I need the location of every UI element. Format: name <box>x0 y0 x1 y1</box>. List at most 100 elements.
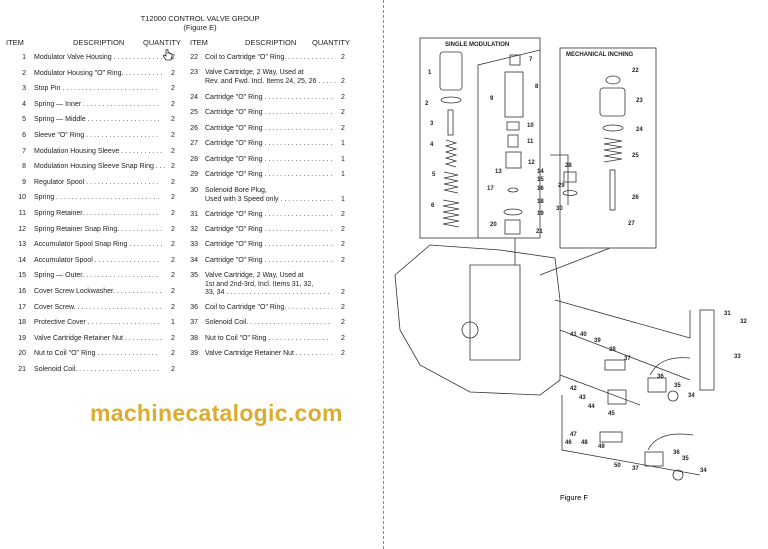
item-description: Modulator Housing "O" Ring. . . . . . . … <box>34 69 163 77</box>
item-description: Sleeve "O" Ring . . . . . . . . . . . . … <box>34 132 159 139</box>
part <box>563 171 577 183</box>
item-number: 25 <box>190 109 198 116</box>
item-number: 35 <box>190 272 198 279</box>
callout-label: 28 <box>565 163 572 169</box>
item-description: Cartridge "O" Ring . . . . . . . . . . .… <box>205 257 333 264</box>
item-description: Accumulator Spool Snap Ring . . . . . . … <box>34 241 163 249</box>
item-description: Coil to Cartridge "O" Ring. . . . . . . … <box>205 54 333 61</box>
item-quantity: 2 <box>171 147 175 155</box>
callout-label: 8 <box>535 84 539 90</box>
item-quantity: 2 <box>341 77 345 85</box>
item-description: Cartridge "O" Ring . . . . . . . . . . .… <box>205 94 333 101</box>
callout-label: 4 <box>430 142 434 148</box>
item-quantity: 2 <box>171 100 175 108</box>
item-description: Accumulator Spool . . . . . . . . . . . … <box>34 256 159 264</box>
callout-label: 22 <box>632 68 639 74</box>
callout-label: 11 <box>527 139 534 145</box>
callout-label: 16 <box>537 186 544 192</box>
item-quantity: 2 <box>341 350 345 357</box>
item-quantity: 2 <box>341 211 345 218</box>
item-quantity: 2 <box>341 289 345 296</box>
item-description: Modulation Housing Sleeve . . . . . . . … <box>34 147 163 155</box>
item-number: 20 <box>18 350 26 358</box>
callout-label: 23 <box>636 98 643 104</box>
callout-label: 32 <box>740 319 747 325</box>
item-description: Cartridge "O" Ring . . . . . . . . . . .… <box>205 171 333 178</box>
item-description: Solenoid Coil. . . . . . . . . . . . . .… <box>205 319 330 326</box>
item-number: 29 <box>190 171 198 178</box>
header-item: ITEM <box>6 38 24 47</box>
item-number: 15 <box>18 272 26 280</box>
item-number: 30 <box>190 187 198 194</box>
callout-label: 34 <box>688 393 695 399</box>
item-number: 36 <box>190 304 198 311</box>
item-number: 8 <box>22 163 26 171</box>
item-quantity: 1 <box>341 156 345 163</box>
item-description: Stop Pin . . . . . . . . . . . . . . . .… <box>34 85 158 93</box>
item-description: Spring — Outer. . . . . . . . . . . . . … <box>34 272 159 280</box>
axis-line <box>559 374 641 406</box>
part <box>509 54 521 66</box>
cartridge-part <box>599 431 623 443</box>
part <box>506 121 520 131</box>
item-number: 33 <box>190 241 198 248</box>
callout-label: 41 <box>570 332 577 338</box>
item-quantity: 2 <box>171 272 175 280</box>
figure-label: Figure F <box>560 493 588 502</box>
callout-label: 25 <box>632 153 639 159</box>
item-quantity: 2 <box>171 366 175 373</box>
item-description: Coil to Cartridge "O" Ring. . . . . . . … <box>205 304 333 311</box>
item-number: 34 <box>190 257 198 264</box>
spring-part <box>443 171 459 194</box>
callout-label: 47 <box>570 432 577 438</box>
item-description: Valve Cartridge Retainer Nut . . . . . .… <box>205 350 333 357</box>
callout-label: 39 <box>594 338 601 344</box>
item-description: Spring Retainer. . . . . . . . . . . . .… <box>34 210 159 217</box>
item-description: Valve Cartridge, 2 Way, Used at 1st and … <box>205 272 330 296</box>
item-description: Nut to Coil "O" Ring . . . . . . . . . .… <box>34 350 158 358</box>
header-description: DESCRIPTION <box>73 38 125 47</box>
callout-label: 29 <box>558 183 565 189</box>
callout-label: 49 <box>598 444 605 450</box>
item-quantity: 2 <box>171 116 175 124</box>
item-number: 3 <box>22 85 26 93</box>
item-quantity: 2 <box>171 334 175 342</box>
part <box>505 151 522 169</box>
item-number: 16 <box>18 288 26 295</box>
item-quantity: 2 <box>341 125 345 132</box>
o-ring-part <box>602 124 624 132</box>
title-line-2: (Figure E) <box>183 23 217 32</box>
item-quantity: 2 <box>171 225 175 233</box>
callout-label: 14 <box>537 169 544 175</box>
item-number: 12 <box>18 225 26 233</box>
item-description: Cartridge "O" Ring . . . . . . . . . . .… <box>205 211 333 218</box>
item-number: 7 <box>22 147 26 155</box>
item-number: 18 <box>18 319 26 327</box>
spring-part <box>442 199 460 228</box>
callout-label: 20 <box>490 222 497 228</box>
item-quantity: 2 <box>171 241 175 249</box>
item-number: 6 <box>22 132 26 139</box>
part <box>605 75 621 85</box>
item-number: 17 <box>18 303 26 311</box>
cover-part <box>504 219 521 235</box>
item-number: 5 <box>22 116 26 124</box>
callout-label: 40 <box>580 332 587 338</box>
item-quantity: 1 <box>341 195 345 203</box>
item-description: Cover Screw Lockwasher. . . . . . . . . … <box>34 288 162 295</box>
item-description: Cartridge "O" Ring . . . . . . . . . . .… <box>205 125 333 132</box>
item-quantity: 2 <box>341 335 345 342</box>
item-quantity: 2 <box>341 109 345 116</box>
nut-part <box>672 469 684 481</box>
item-description: Solenoid Coil. . . . . . . . . . . . . .… <box>34 366 159 373</box>
stop-pin-part <box>447 109 454 136</box>
mechanical-inching-label: MECHANICAL INCHING <box>566 52 634 58</box>
item-number: 1 <box>22 54 26 61</box>
item-number: 11 <box>18 210 26 217</box>
item-quantity: 2 <box>171 69 175 77</box>
item-quantity: 2 <box>341 94 345 101</box>
valve-cartridge-part <box>599 87 626 117</box>
sleeve-part <box>504 71 524 118</box>
callout-label: 37 <box>624 356 631 362</box>
transmission-housing <box>394 244 561 396</box>
